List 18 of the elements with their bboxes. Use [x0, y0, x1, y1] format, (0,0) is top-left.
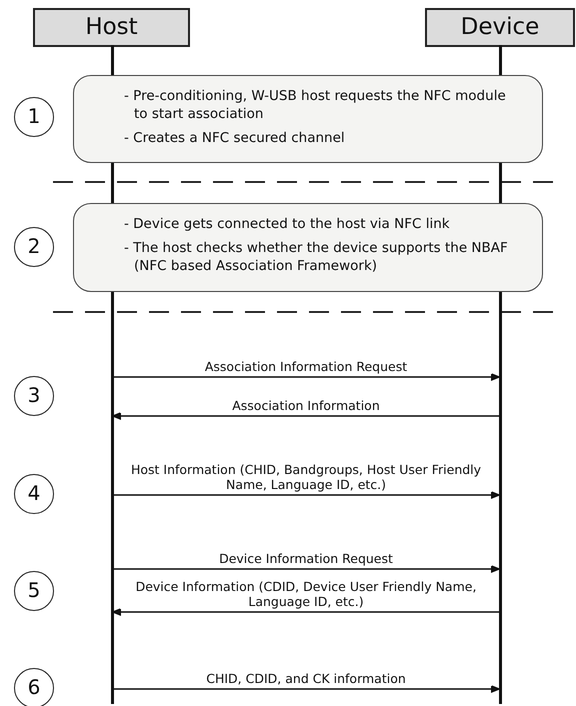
step-number-circle: 6 [14, 668, 54, 706]
note-text: - The host checks whether the device supports the NBAF (NFC based Association Framework) [124, 239, 509, 275]
step-number-circle: 4 [14, 474, 54, 514]
note-box [73, 75, 543, 163]
note-text: - Creates a NFC secured channel [124, 129, 346, 147]
message-arrow [111, 565, 501, 573]
step-number-circle: 1 [14, 97, 54, 137]
note-box [73, 203, 543, 292]
message-arrow [111, 685, 501, 693]
note-text: - Pre-conditioning, W-USB host requests the NFC module to start association [124, 87, 507, 123]
message-arrow [111, 491, 501, 499]
message-arrow [111, 608, 501, 616]
message-arrow [111, 412, 501, 420]
message-arrow [111, 373, 501, 381]
step-number-circle: 2 [14, 227, 54, 267]
note-text: - Device gets connected to the host via NFC link [124, 215, 451, 233]
step-number-circle: 3 [14, 376, 54, 416]
step-number-circle: 5 [14, 571, 54, 611]
